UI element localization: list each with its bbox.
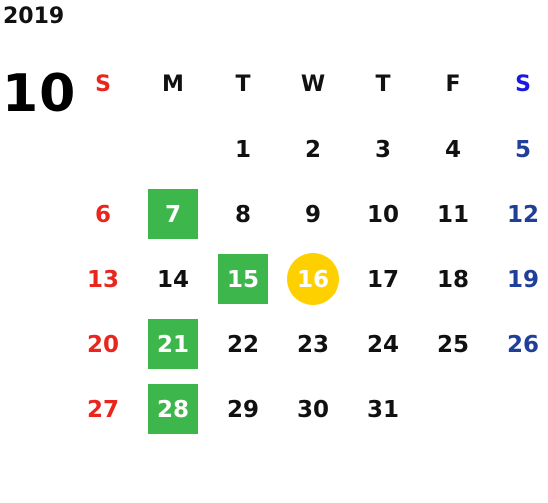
day-cell[interactable]: 22 xyxy=(226,331,259,358)
year-label: 2019 xyxy=(3,4,65,29)
weekday-thursday: T xyxy=(375,72,391,97)
day-cell-highlighted[interactable]: 15 xyxy=(208,247,278,312)
day-cell-highlighted[interactable]: 7 xyxy=(138,182,208,247)
day-cell[interactable]: 8 xyxy=(234,201,251,228)
day-cell[interactable]: 11 xyxy=(436,201,469,228)
day-cell[interactable]: 23 xyxy=(296,331,329,358)
day-cell[interactable] xyxy=(418,377,488,442)
day-cell-highlighted[interactable]: 28 xyxy=(138,377,208,442)
day-cell[interactable]: 2 xyxy=(304,136,321,163)
day-cell[interactable]: 6 xyxy=(94,201,111,228)
day-cell[interactable]: 26 xyxy=(506,331,539,358)
day-cell[interactable]: 13 xyxy=(86,266,119,293)
day-cell[interactable]: 18 xyxy=(436,266,469,293)
day-cell[interactable] xyxy=(488,377,548,442)
day-cell[interactable]: 27 xyxy=(86,396,119,423)
day-cell[interactable]: 30 xyxy=(296,396,329,423)
day-cell[interactable]: 5 xyxy=(514,136,531,163)
day-cell-today[interactable]: 16 xyxy=(278,247,348,312)
day-cell[interactable] xyxy=(138,117,208,182)
day-cell[interactable]: 3 xyxy=(374,136,391,163)
day-cell[interactable]: 19 xyxy=(506,266,539,293)
day-cell[interactable]: 25 xyxy=(436,331,469,358)
day-cell[interactable]: 31 xyxy=(366,396,399,423)
day-cell[interactable]: 4 xyxy=(444,136,461,163)
day-cell[interactable] xyxy=(68,117,138,182)
day-cell-highlighted[interactable]: 21 xyxy=(138,312,208,377)
day-cell[interactable]: 10 xyxy=(366,201,399,228)
weekday-friday: F xyxy=(445,72,461,97)
weekday-tuesday: T xyxy=(235,72,251,97)
day-cell[interactable]: 29 xyxy=(226,396,259,423)
day-cell[interactable]: 12 xyxy=(506,201,539,228)
day-cell[interactable]: 9 xyxy=(304,201,321,228)
day-cell[interactable]: 14 xyxy=(156,266,189,293)
weekday-sunday: S xyxy=(95,72,111,97)
weekday-wednesday: W xyxy=(300,72,326,97)
weekday-monday: M xyxy=(162,72,184,97)
day-cell[interactable]: 17 xyxy=(366,266,399,293)
day-cell[interactable]: 20 xyxy=(86,331,119,358)
calendar-grid: S M T W T F S 1 2 3 4 5 6 7 8 9 10 11 12… xyxy=(68,52,548,442)
weekday-saturday: S xyxy=(515,72,531,97)
day-cell[interactable]: 24 xyxy=(366,331,399,358)
month-label: 10 xyxy=(2,64,77,124)
day-cell[interactable]: 1 xyxy=(234,136,251,163)
